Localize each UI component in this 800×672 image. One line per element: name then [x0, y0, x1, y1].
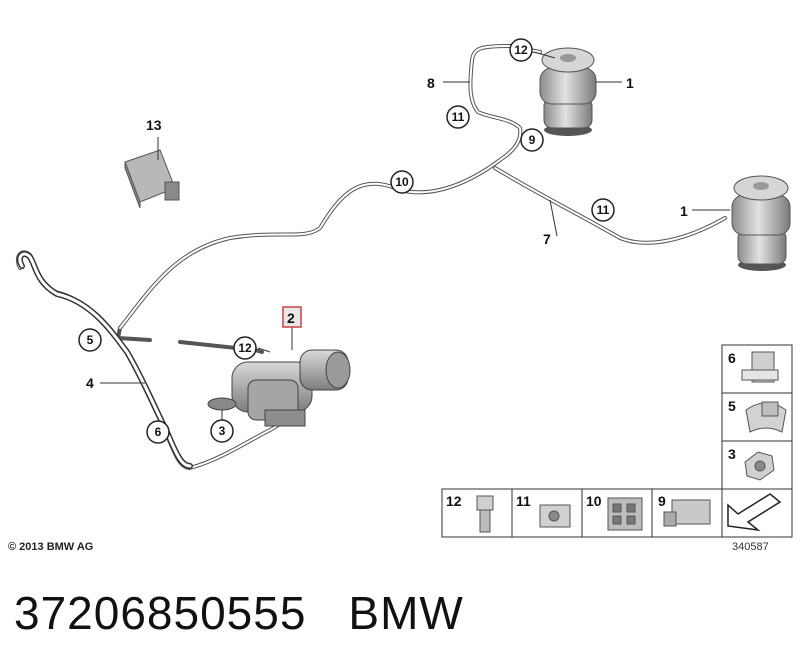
- callout-2-highlight: 2: [282, 306, 302, 328]
- legend-11: 11: [516, 493, 531, 509]
- legend-10: 10: [586, 493, 602, 509]
- callout-1-upper: 1: [626, 75, 634, 91]
- legend-3: 3: [728, 446, 736, 462]
- callout-8: 8: [427, 75, 435, 91]
- leader-lines: [100, 51, 730, 420]
- callout-9: 9: [529, 133, 536, 147]
- air-lines: [15, 44, 727, 470]
- legend-6: 6: [728, 350, 736, 366]
- control-unit: [124, 149, 180, 209]
- callout-3: 3: [219, 424, 226, 438]
- callout-labels: 1 1 8 4 7 13: [86, 75, 688, 391]
- legend-numbers: 6 5 3 12 11 10 9: [446, 350, 736, 509]
- callout-2: 2: [287, 310, 295, 326]
- legend-12: 12: [446, 493, 462, 509]
- parts-legend-row: [441, 488, 793, 538]
- copyright-text: © 2013 BMW AG: [8, 541, 94, 553]
- callout-11-upper: 11: [452, 110, 465, 124]
- legend-part-sketches: [476, 351, 787, 533]
- part-caption: 37206850555 BMW: [14, 586, 464, 640]
- legend-5: 5: [728, 398, 736, 414]
- air-spring-lower: [731, 175, 791, 271]
- callout-12-top: 12: [514, 43, 528, 57]
- part-number: 37206850555: [14, 587, 307, 639]
- callout-4: 4: [86, 375, 94, 391]
- callout-13: 13: [146, 117, 162, 133]
- legend-9: 9: [658, 493, 666, 509]
- callout-12-compressor: 12: [238, 341, 252, 355]
- parts-diagram: 1 1 8 4 7 13 2 12 11 9 10 11 5 12 6 3: [15, 38, 793, 538]
- brand-name: BMW: [348, 587, 464, 639]
- callout-1-lower: 1: [680, 203, 688, 219]
- circled-callouts: [78, 38, 615, 444]
- diagram-reference-number: 340587: [732, 541, 769, 553]
- air-spring-upper: [539, 47, 597, 136]
- callout-10: 10: [395, 175, 409, 189]
- callout-6: 6: [155, 425, 162, 439]
- compressor-unit: [207, 349, 351, 427]
- circled-callout-text: 12 11 9 10 11 5 12 6 3: [87, 43, 610, 439]
- callout-7: 7: [543, 231, 551, 247]
- callout-5: 5: [87, 333, 94, 347]
- callout-11-lower: 11: [597, 203, 610, 217]
